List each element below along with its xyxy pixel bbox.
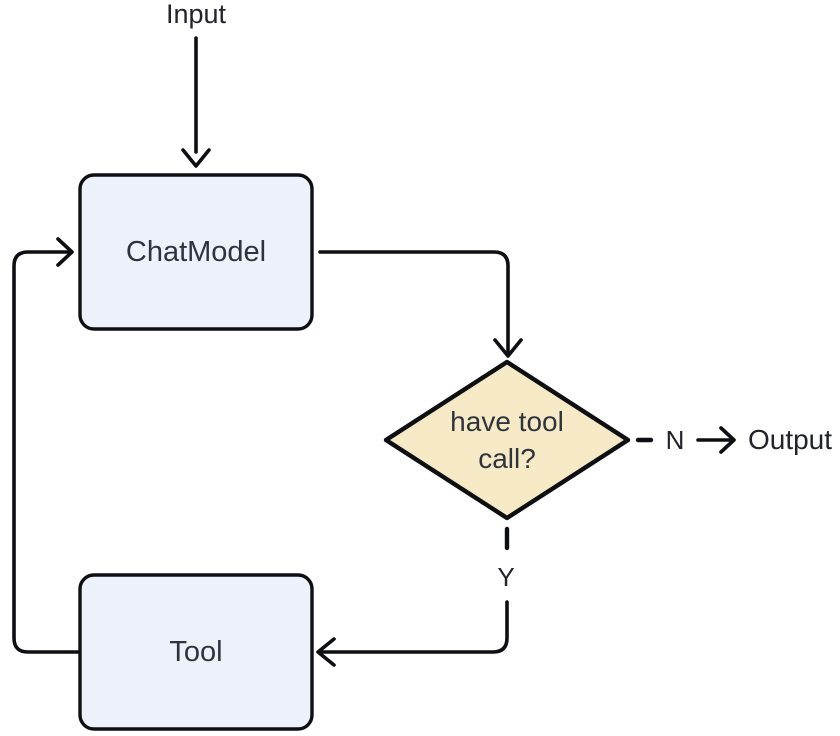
input-label: Input: [165, 0, 227, 29]
output-label: Output: [747, 424, 833, 455]
tool-node-label: Tool: [169, 635, 223, 668]
arrowhead-down-icon: [181, 148, 211, 168]
arrowhead-down-icon: [493, 338, 523, 358]
chatmodel-node-shape: [78, 173, 314, 331]
edge-label-no: N: [665, 424, 685, 455]
arrowhead-left-icon: [316, 637, 336, 667]
tool-to-chatmodel-edge: [12, 250, 80, 654]
arrowhead-right-icon: [56, 237, 74, 267]
chatmodel-node-label: ChatModel: [125, 235, 267, 268]
decision-node-label: have tool call?: [450, 406, 564, 474]
tool-node-shape: [78, 573, 314, 731]
chatmodel-to-decision-edge: [318, 250, 510, 356]
edge-label-yes: Y: [497, 561, 515, 592]
yes-to-tool-edge: [318, 600, 509, 654]
arrowhead-right-icon: [719, 426, 736, 454]
decision-diamond-shape: [383, 359, 631, 521]
